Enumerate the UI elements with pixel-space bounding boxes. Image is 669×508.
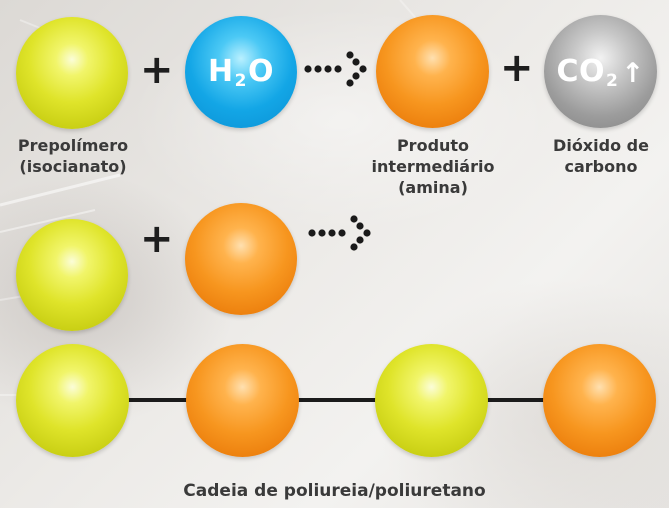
prepolymer-label: Prepolímero (isocianato) — [17, 136, 129, 176]
chain-bond — [480, 398, 560, 402]
plus-sign: + — [500, 45, 534, 91]
prepolymer-sphere — [16, 17, 128, 129]
prepolymer-sphere — [16, 219, 128, 331]
plus-sign: + — [140, 47, 174, 93]
reaction-arrow-icon — [304, 51, 367, 87]
up-arrow-icon: ↑ — [621, 57, 645, 89]
chain-intermediate-sphere — [543, 344, 656, 457]
chain-prepolymer-sphere — [16, 344, 129, 457]
plus-sign: + — [140, 216, 174, 262]
chain-prepolymer-sphere — [375, 344, 488, 457]
chain-bond — [110, 398, 210, 402]
intermediate-label: Produto intermediário (amina) — [371, 136, 495, 197]
intermediate-sphere — [185, 203, 297, 315]
chain-intermediate-sphere — [186, 344, 299, 457]
chain-caption: Cadeia de poliureia/poliuretano — [183, 481, 486, 501]
reaction-arrow-icon — [308, 215, 371, 251]
chain-bond — [290, 398, 400, 402]
co2-label: Dióxido de carbono — [553, 136, 649, 176]
intermediate-sphere — [376, 15, 489, 128]
